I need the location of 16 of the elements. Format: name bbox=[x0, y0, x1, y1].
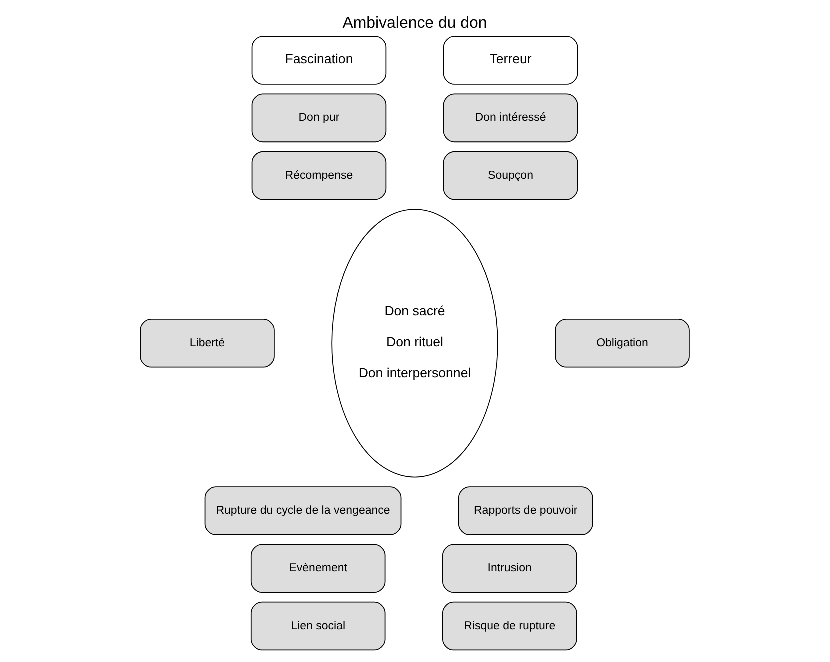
node-box: Obligation bbox=[555, 319, 690, 368]
node-box: Don pur bbox=[252, 94, 387, 143]
node-box: Rapports de pouvoir bbox=[458, 486, 594, 536]
node-box: Don intéressé bbox=[443, 94, 578, 143]
node-box: Risque de rupture bbox=[442, 602, 578, 651]
node-box: Fascination bbox=[252, 36, 387, 85]
node-box: Intrusion bbox=[442, 544, 578, 594]
node-box: Terreur bbox=[443, 36, 578, 85]
node-ellipse: Don sacré Don rituel Don interpersonnel bbox=[332, 209, 498, 478]
node-box: Rupture du cycle de la vengeance bbox=[204, 486, 402, 536]
node-box: Liberté bbox=[140, 319, 275, 368]
node-box: Lien social bbox=[250, 602, 386, 651]
node-box: Récompense bbox=[252, 151, 387, 200]
node-box: Evènement bbox=[250, 544, 386, 594]
diagram-title: Ambivalence du don bbox=[342, 15, 488, 32]
node-box: Soupçon bbox=[443, 151, 578, 200]
